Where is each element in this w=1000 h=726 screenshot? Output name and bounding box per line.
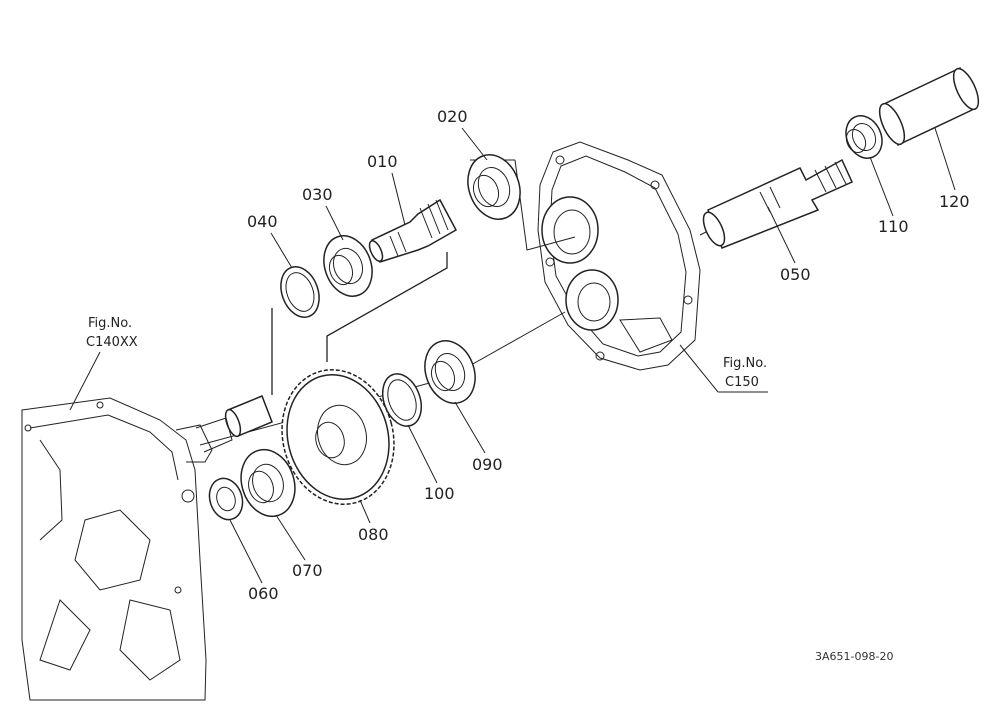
left-housing bbox=[21, 397, 213, 701]
part-040-snap-ring bbox=[280, 266, 320, 318]
part-050-shaft bbox=[702, 158, 853, 249]
needle-bearing bbox=[195, 395, 273, 453]
part-120-sleeve bbox=[878, 66, 980, 147]
right-housing bbox=[537, 141, 701, 371]
part-010-pinion-shaft bbox=[368, 198, 458, 263]
part-100-snap-ring bbox=[381, 373, 423, 427]
part-030-bearing bbox=[323, 235, 373, 297]
label-060: 060 bbox=[248, 584, 279, 603]
label-100: 100 bbox=[424, 484, 455, 503]
label-110: 110 bbox=[878, 217, 909, 236]
label-030: 030 bbox=[302, 185, 333, 204]
label-070: 070 bbox=[292, 561, 323, 580]
part-110-bearing bbox=[845, 115, 883, 159]
fig-ref-left-line2: C140XX bbox=[86, 335, 138, 350]
label-040: 040 bbox=[247, 212, 278, 231]
label-080: 080 bbox=[358, 525, 389, 544]
part-060-seal bbox=[208, 477, 244, 521]
label-120: 120 bbox=[939, 192, 970, 211]
part-labels: 020 010 030 040 050 110 120 090 100 080 … bbox=[229, 107, 970, 603]
figure-ref-right: Fig.No. C150 bbox=[679, 344, 768, 393]
label-020: 020 bbox=[437, 107, 468, 126]
fig-ref-right-line1: Fig.No. bbox=[723, 356, 767, 371]
fig-ref-left-line1: Fig.No. bbox=[88, 316, 132, 331]
part-080-gear bbox=[281, 369, 395, 505]
label-050: 050 bbox=[780, 265, 811, 284]
label-010: 010 bbox=[367, 152, 398, 171]
part-070-bearing bbox=[240, 448, 296, 518]
drawing-code: 3A651-098-20 bbox=[815, 650, 893, 663]
part-020-bearing bbox=[467, 154, 521, 220]
part-090-bearing bbox=[424, 340, 476, 404]
figure-ref-left: Fig.No. C140XX bbox=[69, 316, 138, 411]
label-090: 090 bbox=[472, 455, 503, 474]
fig-ref-right-line2: C150 bbox=[725, 375, 759, 390]
